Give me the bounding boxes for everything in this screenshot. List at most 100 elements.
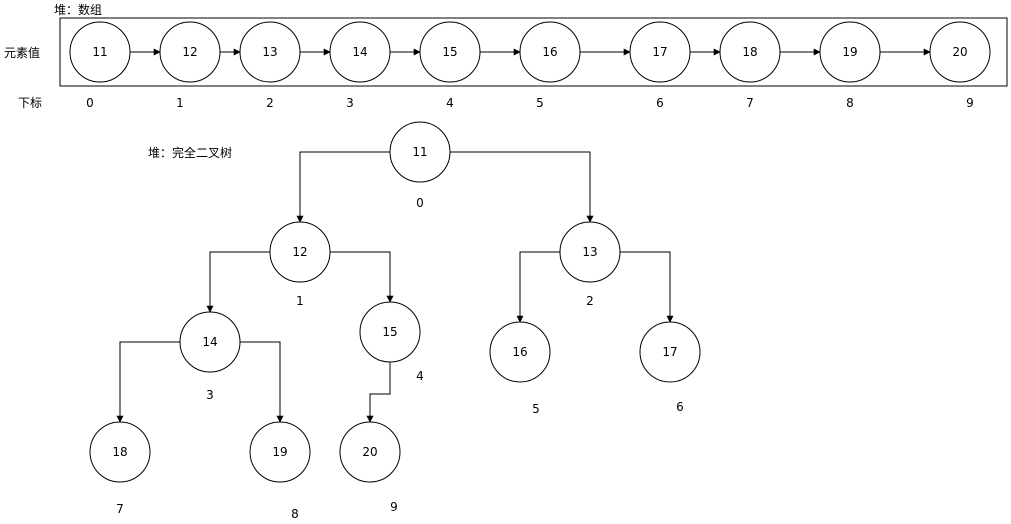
tree-edges [116,151,674,423]
array-node-circle [159,21,221,83]
tree-node-circle [489,321,551,383]
array-index-label: 7 [746,96,754,110]
tree-node-value: 11 [412,145,427,159]
array-node: 14 [329,21,391,83]
array-node-value: 12 [182,45,197,59]
tree-node-value: 16 [512,345,527,359]
tree-node-circle [359,301,421,363]
array-node: 16 [519,21,581,83]
tree-node: 17 [639,321,701,383]
tree-edge [366,362,391,423]
tree-edge [330,251,394,303]
array-node-circle [519,21,581,83]
tree-node: 18 [89,421,151,483]
tree-index-label: 3 [206,388,214,402]
tree-index-label: 5 [532,402,540,416]
array-node: 17 [629,21,691,83]
tree-node-circle [339,421,401,483]
array-index-label: 6 [656,96,664,110]
array-node-value: 17 [652,45,667,59]
array-node-value: 14 [352,45,367,59]
array-node: 13 [239,21,301,83]
tree-node-value: 12 [292,245,307,259]
tree-index-label: 7 [116,502,124,516]
array-index-label: 9 [966,96,974,110]
tree-edge [116,341,180,423]
tree-node-value: 20 [362,445,377,459]
array-node: 15 [419,21,481,83]
array-node-circle [929,21,991,83]
array-node-circle [629,21,691,83]
tree-node-value: 13 [582,245,597,259]
tree-node: 15 [359,301,421,363]
array-node-circle [329,21,391,83]
tree-node-circle [639,321,701,383]
tree-edge [206,251,270,313]
array-node-circle [719,21,781,83]
array-node-value: 15 [442,45,457,59]
array-node: 19 [819,21,881,83]
tree-index-label: 2 [586,294,594,308]
tree-node-value: 14 [202,335,217,349]
array-frame [59,17,1008,87]
value-row-label: 元素值 [4,45,40,60]
array-node: 11 [69,21,131,83]
tree-node: 11 [389,121,451,183]
array-node-value: 20 [952,45,967,59]
array-node: 12 [159,21,221,83]
tree-index-label: 8 [291,507,299,521]
tree-edge [296,151,390,223]
tree-node-circle [249,421,311,483]
tree-node: 16 [489,321,551,383]
array-node-value: 18 [742,45,757,59]
array-cells: 11 12 13 14 15 16 17 18 19 20 [69,21,991,83]
tree-node-value: 17 [662,345,677,359]
array-node-circle [239,21,301,83]
tree-node: 12 [269,221,331,283]
tree-index-label: 4 [416,369,424,383]
index-row-label: 下标 [18,96,42,110]
array-index-label: 2 [266,96,274,110]
array-node: 18 [719,21,781,83]
array-node: 20 [929,21,991,83]
tree-edge [450,151,594,223]
tree-node-circle [179,311,241,373]
tree-edge [516,251,560,323]
array-node-value: 13 [262,45,277,59]
array-node-circle [819,21,881,83]
tree-node: 14 [179,311,241,373]
tree-node-circle [269,221,331,283]
tree-index-label: 6 [676,400,684,414]
tree-edge [240,341,284,423]
array-index-label: 1 [176,96,184,110]
tree-node-value: 15 [382,325,397,339]
tree-edge [620,251,674,323]
array-node-circle [69,21,131,83]
array-index-label: 4 [446,96,454,110]
tree-node-circle [89,421,151,483]
tree-title: 堆：完全二叉树 [148,145,232,160]
tree-node-circle [389,121,451,183]
tree-index-label: 9 [390,500,398,514]
array-index-label: 8 [846,96,854,110]
array-indices: 0 1 2 3 4 5 6 7 8 9 [86,96,974,110]
array-node-value: 19 [842,45,857,59]
array-node-value: 16 [542,45,557,59]
array-node-circle [419,21,481,83]
tree-node-value: 19 [272,445,287,459]
array-title: 堆：数组 [54,2,102,17]
array-index-label: 3 [346,96,354,110]
array-node-value: 11 [92,45,107,59]
tree-node: 13 [559,221,621,283]
tree-index-label: 0 [416,196,424,210]
tree-node: 19 [249,421,311,483]
tree-node-value: 18 [112,445,127,459]
tree-node: 20 [339,421,401,483]
array-index-label: 0 [86,96,94,110]
array-index-label: 5 [536,96,544,110]
tree-node-circle [559,221,621,283]
tree-index-label: 1 [296,294,304,308]
